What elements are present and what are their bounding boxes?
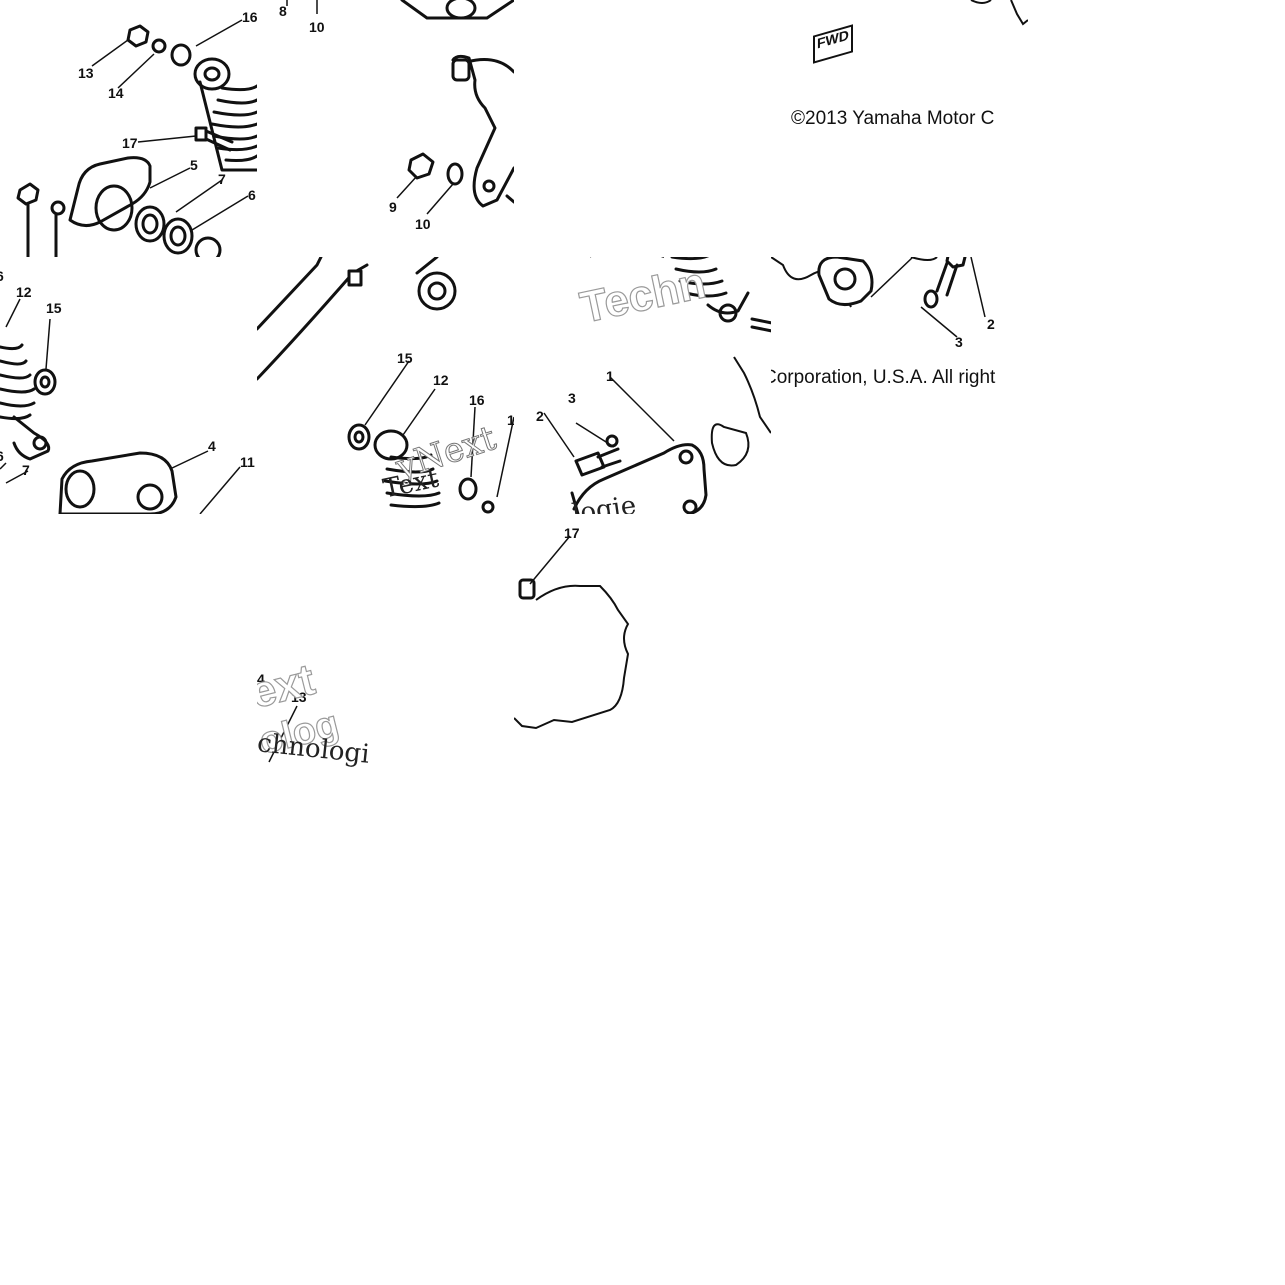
callout-label: 17: [564, 525, 580, 541]
callout-label: 14: [507, 412, 514, 428]
callout-label: 16: [242, 9, 257, 25]
shock-lower-drawing: [0, 298, 241, 514]
callout-label: 15: [397, 350, 413, 366]
callout-label: 8: [279, 3, 287, 19]
callout-label: 12: [433, 372, 449, 388]
engine-bracket-drawing: [543, 257, 771, 514]
engine-outline-drawing: [970, 0, 1028, 26]
shock-upper-drawing: [16, 19, 257, 257]
diagram-tile-7: 2 3 Corporation, U.S.A. All right: [771, 257, 1028, 514]
callout-label: 3: [568, 390, 576, 406]
callout-label: 4: [257, 671, 265, 687]
callout-label: 10: [415, 216, 431, 232]
callout-label: 3: [955, 334, 963, 350]
callout-label: 7: [22, 462, 30, 478]
callout-label: 2: [987, 316, 995, 332]
callout-label: 14: [108, 85, 124, 101]
shock-absorber-drawing: [257, 257, 514, 514]
callout-label: 1: [606, 368, 614, 384]
callout-label: 16: [469, 392, 485, 408]
callout-label: 5: [190, 157, 198, 173]
callout-label: 15: [46, 300, 62, 316]
callout-label: 17: [122, 135, 138, 151]
callout-label: 6: [0, 449, 4, 463]
callout-label: 12: [16, 284, 32, 300]
diagram-tile-3b: FWD ©2013 Yamaha Motor C: [771, 0, 1028, 257]
diagram-tile-10: 17: [514, 514, 771, 771]
diagram-tile-9: 4 13 ext olog chnologi: [257, 642, 393, 772]
callout-label: 4: [208, 438, 216, 454]
diagram-tile-6: 3 2 1 Techn logie: [514, 257, 771, 514]
copyright-text: ©2013 Yamaha Motor C: [791, 108, 995, 129]
engine-cover-drawing: [771, 257, 986, 338]
callout-label: 11: [240, 454, 255, 470]
diagram-tile-3: FWD: [514, 0, 771, 257]
callout-label: 13: [291, 689, 307, 705]
diagram-tile-5: 15 12 16 14 yNext Text: [257, 257, 514, 514]
crankcase-outline-drawing: [514, 535, 630, 730]
callout-label: 7: [218, 171, 226, 187]
swingarm-bracket-drawing: [286, 0, 514, 215]
callout-leader-drawing: [268, 705, 298, 763]
fwd-arrow-drawing: [514, 0, 771, 257]
callout-label: 13: [78, 65, 94, 81]
copyright-text: Corporation, U.S.A. All right: [771, 367, 996, 388]
callout-label: 6: [0, 269, 4, 283]
diagram-tile-4: 6 12 15 6 7 4 11: [0, 257, 257, 514]
callout-label: 2: [536, 408, 544, 424]
callout-label: 10: [309, 19, 325, 35]
callout-label: 9: [389, 199, 397, 215]
diagram-tile-1: 16 13 14 17 5 7 6: [0, 0, 257, 257]
callout-label: 6: [248, 187, 256, 203]
diagram-tile-2: 8 10 9 10: [257, 0, 514, 257]
